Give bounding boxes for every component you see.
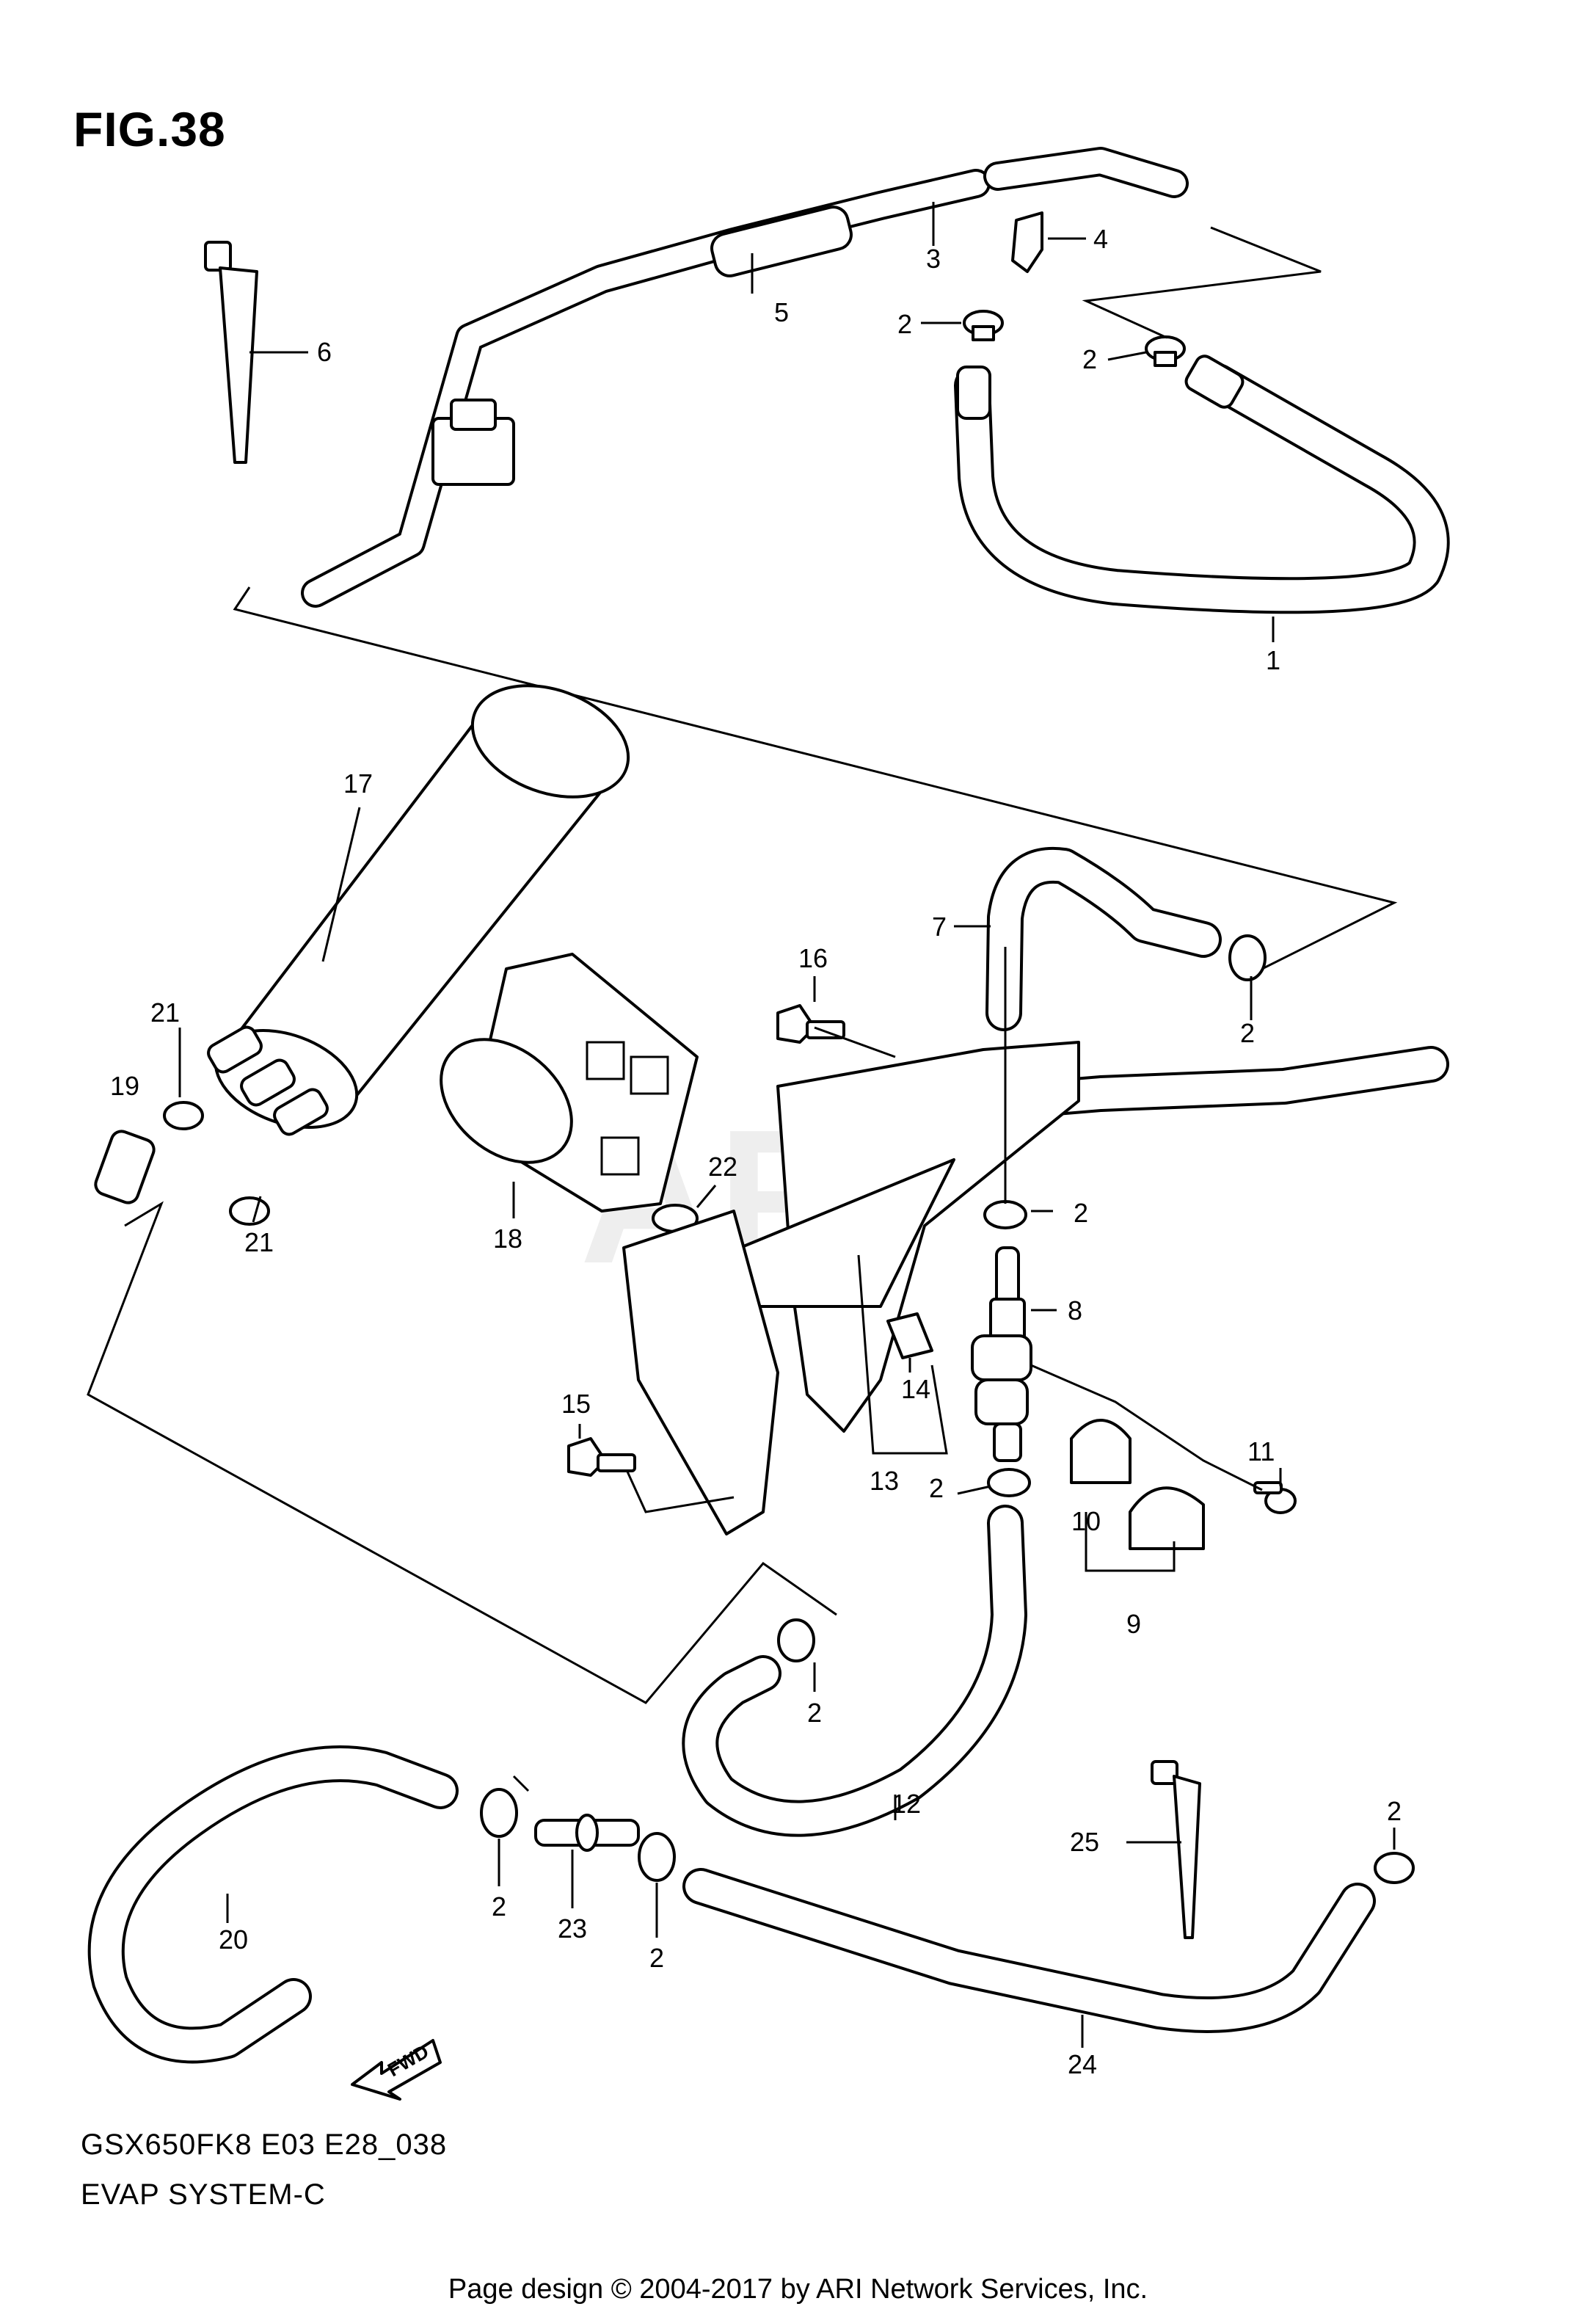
callout-5: 5 [774,297,789,327]
fwd-arrow-icon: FWD [351,2039,442,2101]
callout-2: 2 [1240,1018,1255,1048]
system-name: EVAP SYSTEM-C [81,2178,326,2211]
clip-4 [1011,211,1043,273]
callout-17: 17 [343,768,373,799]
footer-copyright: Page design © 2004-2017 by ARI Network S… [448,2274,1148,2305]
callout-12: 12 [892,1789,921,1819]
callout-1: 1 [1266,645,1280,675]
callout-2: 2 [649,1943,664,1973]
callout-9: 9 [1126,1609,1141,1639]
clamp-9 [1129,1486,1205,1550]
callout-10: 10 [1071,1506,1101,1536]
callout-3: 3 [926,244,941,274]
model-code: GSX650FK8 E03 E28_038 [81,2129,448,2161]
callout-2: 2 [1074,1198,1088,1228]
callout-6: 6 [317,337,332,367]
cable-tie-6 [204,241,258,464]
bracket-assembly [87,846,1449,1704]
clamp-2i [1374,1852,1415,1884]
hose-1-end-a [956,366,991,420]
callout-23: 23 [558,1913,587,1944]
canister-17-top [470,684,630,799]
callout-18: 18 [493,1224,522,1254]
figure-title: FIG.38 [73,102,226,156]
clamp-2f [777,1618,815,1662]
callout-20: 20 [219,1924,248,1955]
clamp-2d [983,1200,1027,1229]
callout-2: 2 [1387,1796,1402,1826]
cap-19 [94,1130,156,1204]
clamp-2b [1145,335,1186,367]
callout-25: 25 [1070,1827,1099,1857]
callout-labels: 1 2 2 2 2 2 2 2 2 2 3 4 5 6 7 8 9 10 11 … [110,224,1402,2079]
callout-24: 24 [1068,2049,1097,2079]
clamp-2a [963,310,1004,341]
screw-11 [1253,1481,1297,1514]
callout-2: 2 [492,1891,506,1922]
bolt-15 [567,1437,636,1477]
clamp-2h [638,1832,676,1882]
callout-2: 2 [807,1698,822,1728]
clamp-21b [229,1196,270,1226]
callout-7: 7 [932,912,947,942]
callout-15: 15 [561,1389,591,1419]
cable-tie-25 [1151,1760,1201,1939]
callout-16: 16 [798,943,828,973]
sleeve-5 [710,206,853,277]
bracket-13-lower [622,1210,779,1535]
callout-21: 21 [150,997,180,1028]
filter-8 [971,1246,1032,1462]
callout-4: 4 [1093,224,1108,254]
callout-8: 8 [1068,1295,1082,1326]
hose-assembly-bottom: FWD [87,1505,1415,2101]
leader-lines [178,202,1396,2048]
clamp-21a [163,1101,204,1130]
callout-14: 14 [901,1374,930,1404]
callout-2: 2 [929,1473,944,1503]
callout-19: 19 [110,1071,139,1101]
callout-2: 2 [1082,344,1097,374]
joint-23 [534,1814,640,1852]
hose-1-end-b [1184,355,1245,409]
clamp-2c [1228,934,1267,981]
bolt-16 [776,1004,845,1044]
callout-22: 22 [708,1152,737,1182]
callout-2: 2 [897,309,912,339]
hose-assembly-top [204,147,1450,978]
callout-11: 11 [1247,1436,1275,1466]
callout-13: 13 [870,1466,899,1496]
clamp-2g [480,1788,518,1838]
clip-14 [886,1312,933,1359]
clamp-10 [1070,1419,1132,1484]
canister-assembly [94,684,699,1233]
callout-21: 21 [244,1227,274,1257]
clamp-2e [987,1468,1031,1497]
